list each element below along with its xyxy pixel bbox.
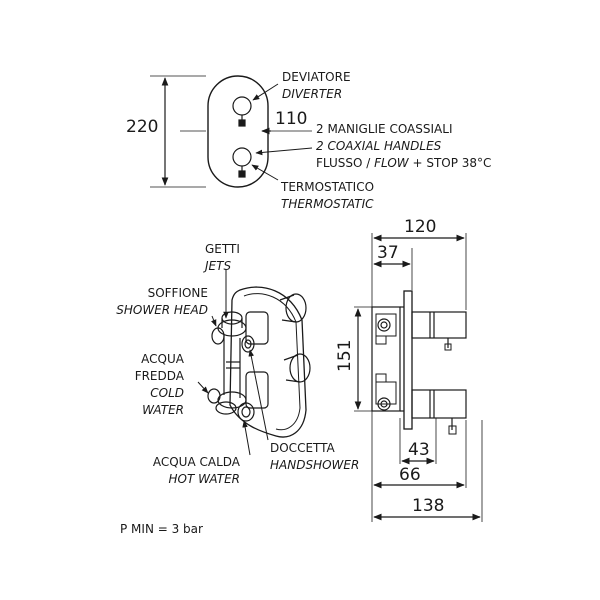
label-shower-head-it: SOFFIONE [147,286,208,300]
iso-leaders [197,270,269,456]
dim-66: 66 [399,465,421,485]
label-diverter-it: DEVIATORE [282,70,351,84]
dim-220-line [150,75,206,188]
dim-110: 110 [275,109,308,129]
iso-valve-body [229,286,311,438]
dim-43: 43 [408,440,430,460]
label-thermostatic-en: THERMOSTATIC [281,197,374,211]
label-jets-en: JETS [205,259,232,273]
label-flow: FLOW [374,156,409,170]
side-dim-lines [354,233,483,522]
label-cold-en-2: WATER [142,403,184,417]
label-shower-head-en: SHOWER HEAD [116,303,208,317]
label-jets-it: GETTI [205,242,240,256]
label-hot-water-en: HOT WATER [168,472,240,486]
label-thermostatic-it: TERMOSTATICO [281,180,375,194]
label-stop: + STOP 38°C [408,156,492,170]
label-diverter-en: DIVERTER [282,87,343,101]
label-cold-it-2: FREDDA [134,369,184,383]
label-cold-en-1: COLD [150,386,184,400]
pressure-note: P MIN = 3 bar [120,522,203,536]
dim-120: 120 [404,217,437,237]
label-handles-line2: 2 COAXIAL HANDLES [316,139,442,153]
dim-37: 37 [377,243,399,263]
label-flusso: FLUSSO / [316,156,375,170]
iso-pipes [207,311,255,422]
side-view-body [371,290,467,435]
dim-151-text: 151 [335,339,355,372]
dim-220: 220 [126,117,159,137]
label-handshower-it: DOCCETTA [270,441,335,455]
label-hot-water-it: ACQUA CALDA [152,455,240,469]
label-handles-line1: 2 MANIGLIE COASSIALI [316,122,453,136]
front-leaders [251,83,313,181]
label-cold-it-1: ACQUA [141,352,184,366]
front-view-plate [207,75,269,188]
dim-138: 138 [412,496,445,516]
label-handshower-en: HANDSHOWER [270,458,360,472]
label-handles-line3: FLUSSO / FLOW + STOP 38°C [316,156,491,170]
